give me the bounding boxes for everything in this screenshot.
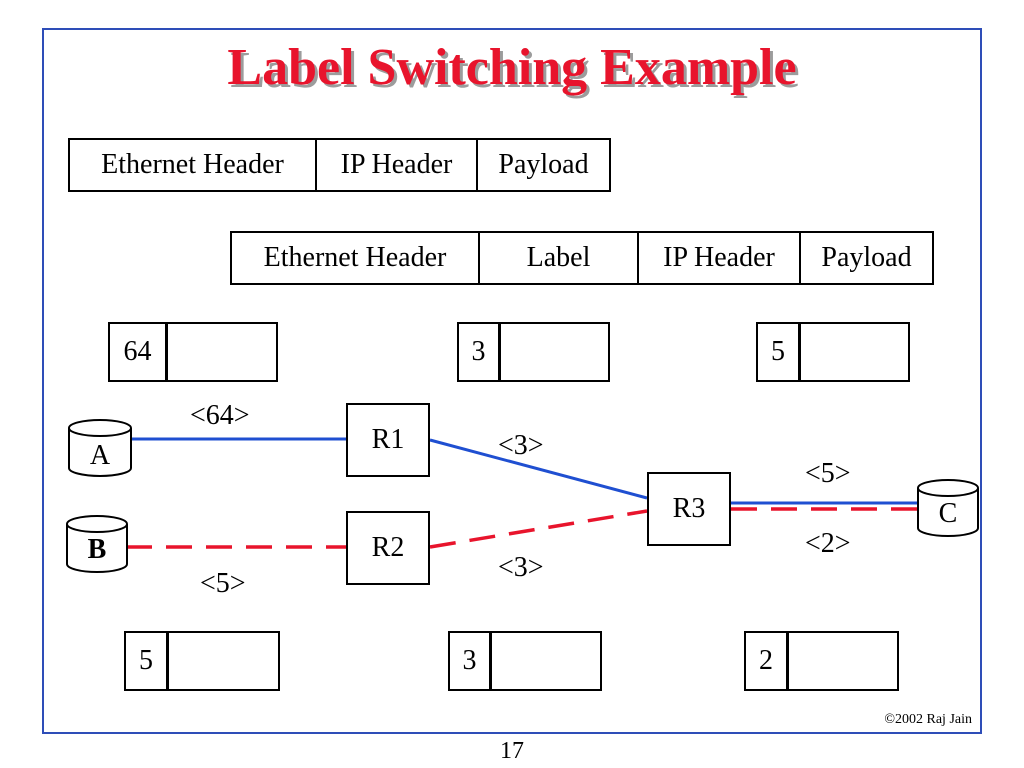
label-value: 3 <box>450 633 492 689</box>
ip-header-cell: IP Header <box>317 140 478 190</box>
plain-frame-format: Ethernet Header IP Header Payload <box>68 138 611 192</box>
ip-header-cell: IP Header <box>639 233 801 283</box>
copyright-notice: ©2002 Raj Jain <box>884 712 972 727</box>
slide-title: Label Switching Example <box>227 39 797 96</box>
label-box-top-1: 64 <box>108 322 278 382</box>
router-r3: R3 <box>647 472 731 546</box>
link-r2-r3 <box>429 509 648 549</box>
label-box-top-2: 3 <box>457 322 610 382</box>
edge-label-r3-c-dashed: <2> <box>805 528 851 559</box>
page-number: 17 <box>500 738 524 764</box>
host-b-cylinder-icon <box>66 515 128 573</box>
router-r1: R1 <box>346 403 430 477</box>
labeled-frame-format: Ethernet Header Label IP Header Payload <box>230 231 934 285</box>
host-b-label: B <box>87 534 107 565</box>
host-a-cylinder-icon <box>68 419 132 477</box>
label-value: 5 <box>758 324 801 380</box>
label-value: 3 <box>459 324 501 380</box>
label-box-bottom-3: 2 <box>744 631 899 691</box>
label-value: 2 <box>746 633 789 689</box>
ethernet-header-cell: Ethernet Header <box>70 140 317 190</box>
label-box-bottom-1: 5 <box>124 631 280 691</box>
label-value: 64 <box>110 324 168 380</box>
edge-label-r1-r3: <3> <box>498 430 544 461</box>
router-r2: R2 <box>346 511 430 585</box>
label-box-top-3: 5 <box>756 322 910 382</box>
host-a-label: A <box>89 440 111 471</box>
edge-label-r3-c-solid: <5> <box>805 458 851 489</box>
host-c-label: C <box>938 498 958 529</box>
label-value: 5 <box>126 633 169 689</box>
label-box-bottom-2: 3 <box>448 631 602 691</box>
label-cell: Label <box>480 233 639 283</box>
slide-frame <box>42 28 982 734</box>
payload-cell: Payload <box>821 242 912 273</box>
payload-cell: Payload <box>498 149 589 180</box>
ethernet-header-cell: Ethernet Header <box>232 233 480 283</box>
edge-label-b-r2: <5> <box>200 568 246 599</box>
edge-label-r2-r3: <3> <box>498 552 544 583</box>
edge-label-a-r1: <64> <box>190 400 250 431</box>
link-r1-r3 <box>429 438 648 500</box>
host-c-cylinder-icon <box>917 479 979 537</box>
